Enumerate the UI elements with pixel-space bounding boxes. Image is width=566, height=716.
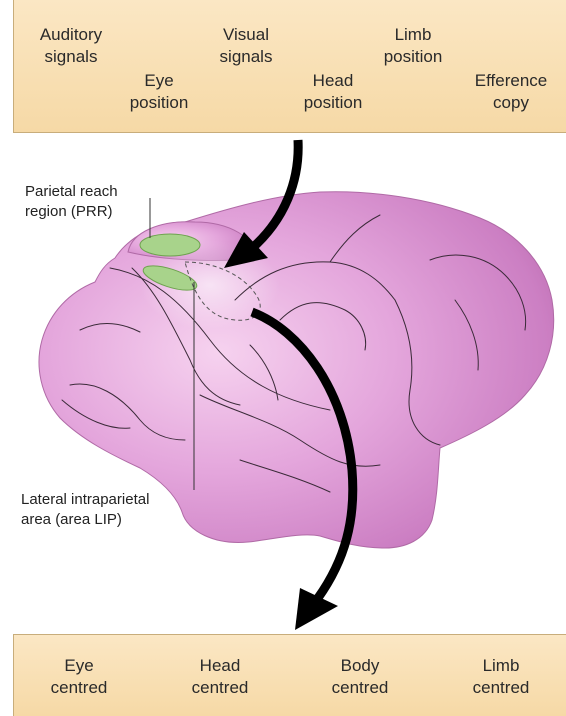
reference-frames-panel: Eye centred Head centred Body centred Li…: [13, 634, 566, 716]
body-centred-label: Body centred: [332, 655, 389, 699]
prr-label: Parietal reach region (PRR): [25, 182, 118, 222]
limb-centred-label: Limb centred: [473, 655, 530, 699]
head-centred-label: Head centred: [192, 655, 249, 699]
prr-region: [140, 234, 200, 256]
eye-centred-label: Eye centred: [51, 655, 108, 699]
lip-label: Lateral intraparietal area (area LIP): [21, 490, 149, 530]
